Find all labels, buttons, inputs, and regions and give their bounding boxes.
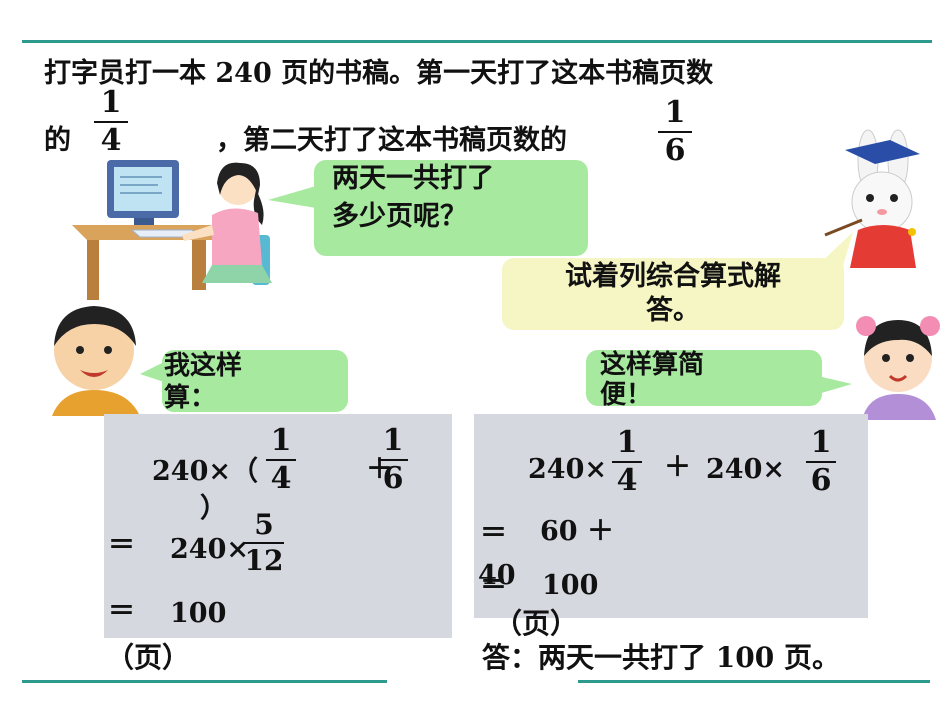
- bubble-tail: [817, 232, 853, 266]
- boy-illustration: [52, 306, 140, 416]
- right-step2-forty: 40: [478, 560, 516, 591]
- final-answer: 答：两天一共打了 100 页。: [482, 641, 840, 674]
- fraction-denominator: 12: [244, 544, 284, 577]
- right-step2-equals: ＝: [480, 518, 507, 549]
- fraction-bar: [244, 542, 284, 544]
- left-unit: （页）: [106, 641, 191, 674]
- left-step2-prefix: 240×: [170, 534, 249, 565]
- fraction-numerator: 1: [382, 423, 404, 458]
- bubble-line: 试着列综合算式解: [565, 261, 781, 292]
- top-divider: [22, 40, 932, 43]
- problem-line-2: ，第二天打了这本书稿页数的: [216, 125, 567, 156]
- rabbit-teacher-illustration: [824, 129, 920, 268]
- bubble-tail: [140, 362, 164, 382]
- left-close-paren: ）: [200, 493, 227, 524]
- fraction-denominator: 4: [616, 463, 638, 498]
- left-step3-equals: ＝: [108, 596, 135, 627]
- bubble-line: 这样算简: [600, 350, 705, 380]
- problem-fraction-2: 1 6: [658, 98, 692, 166]
- problem-line-1: 打字员打一本 240 页的书稿。第一天打了这本书稿页数: [44, 58, 714, 89]
- left-solution-panel: [104, 414, 452, 638]
- fraction-numerator: 1: [616, 425, 638, 460]
- right-step3-value: 100: [542, 570, 599, 601]
- right-fraction-a: 1 4: [612, 428, 642, 496]
- girl-with-bows-illustration: [856, 316, 940, 420]
- bubble-line: 便！: [600, 380, 653, 406]
- fraction-numerator: 1: [100, 85, 122, 120]
- right-step2-expr: 60 ＋: [540, 516, 614, 547]
- right-plus-sign: ＋: [664, 452, 691, 483]
- fraction-denominator: 4: [100, 123, 122, 158]
- left-fraction-a: 1 4: [266, 426, 296, 494]
- left-step3-value: 100: [170, 598, 227, 629]
- fraction-denominator: 6: [810, 463, 832, 498]
- problem-line-2-prefix: 的: [44, 125, 71, 156]
- right-step3-equals: ＝: [480, 570, 507, 601]
- right-unit: （页）: [494, 607, 579, 640]
- fraction-bar: [378, 459, 408, 461]
- right-fraction-b: 1 6: [806, 428, 836, 496]
- left-fraction-b: 1 6: [378, 426, 408, 494]
- right-term1-prefix: 240×: [528, 454, 607, 485]
- left-step2-fraction: 5 12: [244, 511, 284, 575]
- fraction-bar: [806, 461, 836, 463]
- left-step2-equals: ＝: [108, 530, 135, 561]
- fraction-bar: [658, 131, 692, 133]
- right-term2-prefix: 240×: [706, 454, 785, 485]
- bottom-divider-right: [578, 680, 930, 683]
- bubble-line: 两天一共打了: [332, 163, 494, 194]
- bubble-line: 算：: [164, 383, 217, 412]
- girl-at-computer-illustration: [72, 160, 272, 300]
- fraction-denominator: 4: [270, 461, 292, 496]
- fraction-numerator: 1: [270, 423, 292, 458]
- bubble-line: 答。: [646, 295, 700, 326]
- speech-bubble-girl2: 这样算简 便！: [586, 350, 822, 406]
- left-expr-prefix: 240×（: [152, 456, 258, 487]
- speech-bubble-rabbit-hint: 试着列综合算式解 答。: [502, 258, 844, 330]
- bubble-tail: [818, 376, 852, 394]
- fraction-numerator: 5: [254, 508, 274, 541]
- bubble-tail: [268, 186, 316, 208]
- fraction-denominator: 6: [664, 133, 686, 168]
- speech-bubble-boy: 我这样 算：: [162, 350, 348, 412]
- right-solution-panel: [474, 414, 868, 618]
- fraction-bar: [94, 121, 128, 123]
- bottom-divider-left: [22, 680, 387, 683]
- fraction-bar: [612, 461, 642, 463]
- fraction-numerator: 1: [664, 95, 686, 130]
- fraction-bar: [266, 459, 296, 461]
- bubble-line: 多少页呢？: [332, 201, 467, 232]
- bubble-line: 我这样: [164, 351, 243, 381]
- fraction-denominator: 6: [382, 461, 404, 496]
- speech-bubble-girl-question: 两天一共打了 多少页呢？: [314, 160, 588, 256]
- problem-fraction-1: 1 4: [94, 88, 128, 156]
- fraction-numerator: 1: [810, 425, 832, 460]
